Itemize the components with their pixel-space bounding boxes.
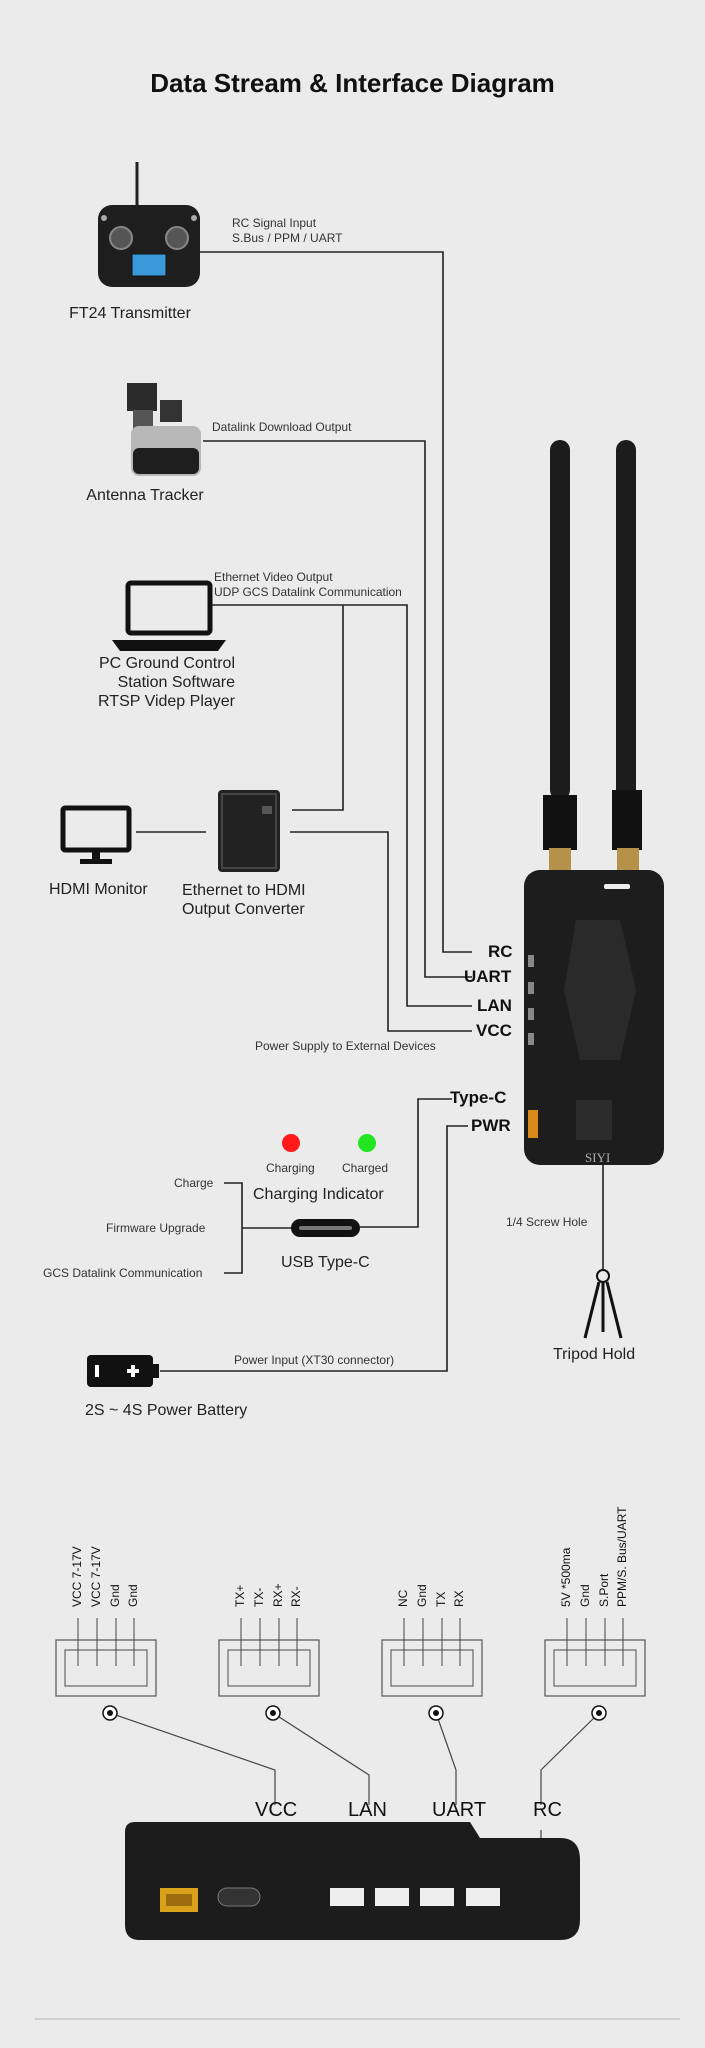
usb-function-firmware: Firmware Upgrade (106, 1221, 206, 1235)
monitor-icon (60, 805, 132, 864)
pin-label: VCC 7-17V (70, 1546, 84, 1607)
ethernet-line (210, 604, 472, 1007)
converter-label: Ethernet to HDMI Output Converter (182, 881, 306, 919)
pin-label: Gnd (415, 1584, 429, 1607)
pin-label: PPM/S. Bus/UART (615, 1506, 629, 1607)
pin-label: 5V *500ma (559, 1547, 573, 1607)
power-input-label: Power Input (XT30 connector) (234, 1353, 395, 1367)
port-typec: Type-C (450, 1088, 507, 1107)
converter-label-line: Ethernet to HDMI (182, 882, 306, 899)
laptop-icon (112, 580, 226, 651)
ethernet-label: Ethernet Video Output UDP GCS Datalink C… (214, 570, 402, 600)
pin-label: RX (452, 1590, 466, 1607)
transmitter-label: FT24 Transmitter (69, 305, 191, 322)
pin-label: NC (396, 1589, 410, 1607)
pin-label: RX+ (271, 1583, 285, 1607)
transmitter-icon (98, 162, 200, 287)
usb-function-gcs: GCS Datalink Communication (43, 1266, 203, 1280)
connector-boxes (55, 1639, 646, 1697)
pin-label: Gnd (578, 1584, 592, 1607)
rc-link-line: RC Signal Input (232, 216, 317, 230)
tracker-label: Antenna Tracker (86, 487, 204, 504)
pin-label: Gnd (108, 1584, 122, 1607)
converter-line (292, 605, 344, 811)
footer-divider (35, 2018, 680, 2020)
connector-uart-label: UART (432, 1799, 487, 1821)
usb-label: USB Type-C (281, 1254, 370, 1271)
charged-led (358, 1134, 376, 1152)
pin-label: TX+ (233, 1584, 247, 1607)
marker-dots (102, 1705, 607, 1721)
hdmi-monitor-label: HDMI Monitor (49, 881, 148, 898)
brand-logo: SIYI (585, 1150, 610, 1165)
power-supply-label: Power Supply to External Devices (255, 1039, 436, 1053)
screw-label: 1/4 Screw Hole (506, 1215, 588, 1229)
tripod-icon (583, 1269, 623, 1339)
tracker-icon (127, 383, 201, 476)
rc-link-line: S.Bus / PPM / UART (232, 231, 343, 245)
usb-bracket (224, 1182, 243, 1274)
datalink-line (203, 440, 472, 978)
pwr-line (160, 1125, 468, 1372)
rc-link-label: RC Signal Input S.Bus / PPM / UART (232, 216, 342, 246)
vtx-module (524, 440, 664, 1165)
converter-label-line: Output Converter (182, 901, 305, 918)
port-uart: UART (464, 967, 512, 986)
port-rc: RC (488, 942, 513, 961)
pin-label: TX (434, 1591, 448, 1607)
tripod-label: Tripod Hold (553, 1346, 636, 1363)
pin-label: VCC 7-17V (89, 1546, 103, 1607)
pc-label-line: RTSP Videp Player (98, 693, 235, 710)
battery-icon (87, 1355, 159, 1387)
battery-label: 2S ~ 4S Power Battery (85, 1402, 248, 1419)
pc-label-line: Station Software (117, 674, 235, 691)
converter-icon (218, 790, 280, 872)
connection-lines (136, 251, 604, 1372)
pin-label: Gnd (126, 1584, 140, 1607)
charging-indicator-label: Charging Indicator (253, 1186, 384, 1203)
pin-label: RX- (289, 1586, 303, 1607)
port-pwr: PWR (471, 1116, 511, 1135)
connector-lan-label: LAN (348, 1799, 387, 1821)
rc-line (200, 251, 472, 953)
usb-function-charge: Charge (174, 1176, 214, 1190)
vcc-line (290, 831, 472, 1032)
pin-lines (77, 1618, 624, 1666)
charged-text: Charged (342, 1161, 389, 1175)
charging-led (282, 1134, 300, 1152)
typec-line (360, 1098, 452, 1228)
port-vcc: VCC (476, 1021, 512, 1040)
port-lan: LAN (477, 996, 512, 1015)
pc-label: PC Ground Control Station Software RTSP … (85, 654, 235, 711)
connector-rc-label: RC (533, 1799, 562, 1821)
pc-label-line: PC Ground Control (98, 655, 235, 672)
datalink-label: Datalink Download Output (212, 420, 352, 434)
connector-housings (64, 1649, 637, 1687)
charging-text: Charging (266, 1161, 315, 1175)
ethernet-link-line: Ethernet Video Output (214, 570, 333, 584)
ethernet-link-line: UDP GCS Datalink Communication (214, 585, 402, 599)
pin-label: TX- (252, 1587, 266, 1607)
page-title: Data Stream & Interface Diagram (150, 68, 555, 98)
connector-vcc-label: VCC (255, 1799, 298, 1821)
pin-label: S.Port (597, 1573, 611, 1607)
module-side-view (125, 1822, 580, 1940)
